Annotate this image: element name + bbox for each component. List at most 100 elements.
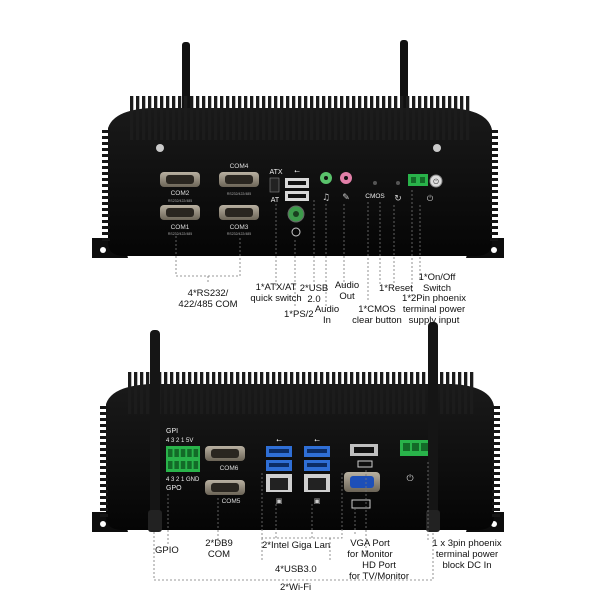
side-fin	[492, 436, 500, 439]
side-fin	[492, 478, 500, 481]
heat-fins	[130, 96, 470, 140]
fin	[176, 372, 180, 414]
side-fin	[100, 460, 108, 463]
side-fin	[100, 424, 108, 427]
side-fin	[490, 178, 498, 181]
fin	[454, 96, 458, 140]
side-fins	[102, 130, 498, 241]
label-gpi-pins: 4 3 2 1 5V	[166, 438, 193, 444]
side-fin	[492, 448, 500, 451]
side-fin	[490, 172, 498, 175]
side-fin	[102, 238, 110, 241]
fin	[146, 372, 150, 414]
svg-text:⭠: ⭠	[294, 167, 300, 175]
fin	[416, 372, 420, 414]
side-fin	[102, 232, 110, 235]
label-gpo-pins: 4 3 2 1 GND	[166, 477, 200, 483]
side-fin	[490, 196, 498, 199]
label-com6: COM6	[220, 465, 239, 472]
fin	[430, 96, 434, 140]
side-fin	[100, 454, 108, 457]
callout-gpio: GPIO	[155, 545, 179, 556]
fin	[220, 96, 224, 140]
fin	[326, 372, 330, 414]
fin	[380, 372, 384, 414]
fin	[464, 372, 468, 414]
fin	[436, 96, 440, 140]
fin	[242, 372, 246, 414]
gpio-pin	[168, 461, 173, 469]
fin	[440, 372, 444, 414]
fin	[386, 372, 390, 414]
side-fin	[492, 442, 500, 445]
fin	[352, 96, 356, 140]
side-fin	[100, 436, 108, 439]
fin	[286, 96, 290, 140]
side-fin	[102, 160, 110, 163]
svg-text:RS232/422/485: RS232/422/485	[168, 232, 192, 236]
chassis	[106, 384, 494, 530]
fin	[340, 96, 344, 140]
fin	[164, 372, 168, 414]
callout-intel-giga-lan: 2*Intel Giga Lan	[262, 540, 331, 551]
vga-port	[344, 472, 380, 509]
side-fin	[100, 466, 108, 469]
cmos-button	[373, 181, 377, 185]
callout-audio-out: Audio Out	[334, 280, 360, 302]
side-fin	[490, 202, 498, 205]
fin	[332, 372, 336, 414]
usb-icon: ⭠	[314, 436, 320, 444]
usb3-ports: ⭠ ⭠	[266, 436, 330, 471]
fin	[310, 96, 314, 140]
fin	[248, 372, 252, 414]
lan-icon: ▣	[276, 497, 283, 505]
side-fins	[100, 406, 500, 517]
side-fin	[102, 142, 110, 145]
label-atx: ATX	[269, 169, 282, 176]
fin	[314, 372, 318, 414]
fin	[290, 372, 294, 414]
callout-usb3: 4*USB3.0	[275, 564, 317, 575]
fin	[448, 96, 452, 140]
fin	[224, 372, 228, 414]
side-fin	[492, 484, 500, 487]
label-gpi: GPI	[166, 428, 178, 435]
label-com5: COM5	[222, 498, 241, 505]
gpio-pin	[168, 449, 173, 457]
fin	[154, 96, 158, 140]
fin	[388, 96, 392, 140]
callout-reset: 1*Reset	[379, 283, 413, 294]
lan-ports: ▣ ▣	[266, 474, 330, 505]
fin	[350, 372, 354, 414]
fin	[304, 96, 308, 140]
side-fin	[102, 220, 110, 223]
power-icon: ⏻	[406, 473, 413, 484]
fin	[232, 96, 236, 140]
side-fin	[492, 412, 500, 415]
fin	[418, 96, 422, 140]
db9-com4	[219, 172, 259, 187]
fin	[262, 96, 266, 140]
callout-vga-port: VGA Port for Monitor	[347, 538, 393, 560]
side-fin	[492, 430, 500, 433]
side-fin	[492, 454, 500, 457]
label-com1: COM1	[171, 224, 190, 231]
side-fin	[100, 442, 108, 445]
reset-button	[396, 181, 400, 185]
fin	[206, 372, 210, 414]
side-fin	[490, 154, 498, 157]
fin	[296, 372, 300, 414]
side-fin	[102, 208, 110, 211]
fin	[182, 372, 186, 414]
fin	[334, 96, 338, 140]
db9-com5	[205, 480, 245, 495]
side-fin	[492, 466, 500, 469]
hdmi-icon	[357, 460, 373, 468]
fin	[374, 372, 378, 414]
side-fin	[492, 508, 500, 511]
fin	[200, 372, 204, 414]
fin	[268, 96, 272, 140]
hdmi-port	[350, 444, 378, 468]
side-fin	[100, 514, 108, 517]
side-fin	[490, 142, 498, 145]
